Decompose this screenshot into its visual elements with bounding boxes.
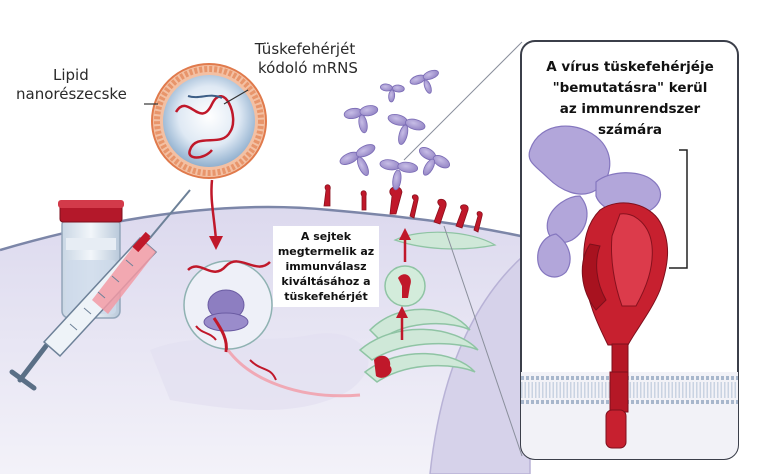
- entry-arrow: [210, 179, 218, 241]
- inset-title-line4: számára: [598, 122, 662, 138]
- callout-line5: tüskefehérjét: [284, 290, 368, 303]
- vesicle: [384, 265, 426, 307]
- callout-line1: A sejtek: [300, 230, 352, 243]
- transport-arrow: [226, 349, 361, 398]
- antibodies: [339, 69, 451, 191]
- mrna-label-line2: kódoló mRNS: [258, 59, 358, 77]
- lipid-label-line1: Lipid: [53, 66, 89, 84]
- mrna-label-pointer: [223, 89, 249, 105]
- mrna-label: Tüskefehérjét kódoló mRNS: [252, 40, 358, 78]
- spike-in-er: [374, 355, 392, 378]
- inset-title-line3: az immunrendszer: [559, 101, 701, 117]
- callout-line2: megtermelik az: [277, 245, 375, 258]
- membrane-bilayer: [521, 376, 738, 404]
- zoom-line-bottom: [443, 225, 523, 457]
- inset-title: A vírus tüskefehérjéje "bemutatásra" ker…: [530, 57, 730, 141]
- inset-title-line2: "bemutatásra" kerül: [552, 80, 708, 96]
- protein-production-callout: A sejtek megtermelik az immunválasz kivá…: [273, 226, 379, 307]
- inset-panel: [520, 40, 739, 460]
- callout-line4: kiváltásához a: [281, 275, 371, 288]
- zoom-line-top: [403, 41, 523, 161]
- translation-bubble: [183, 260, 273, 353]
- inset-pointer: [669, 149, 688, 269]
- syringe: [9, 189, 191, 391]
- callout-line3: immunválasz: [285, 260, 367, 273]
- large-spike-protein: [581, 202, 669, 449]
- surface-spikes: [323, 184, 483, 233]
- golgi-near-membrane: [393, 231, 497, 250]
- mrna-cytoplasm: [249, 359, 277, 381]
- golgi-apparatus: [358, 308, 479, 383]
- large-antibody: [528, 125, 662, 278]
- mrna-strand: [174, 95, 235, 159]
- mrna-label-line1: Tüskefehérjét: [254, 40, 356, 58]
- inset-title-line1: A vírus tüskefehérjéje: [546, 59, 714, 75]
- endoplasmic-reticulum: [150, 333, 369, 410]
- lipid-nanoparticle-label: Lipid nanorészecske: [16, 66, 127, 104]
- lipid-nanoparticle: [151, 63, 267, 179]
- lipid-label-line2: nanorészecske: [16, 85, 127, 103]
